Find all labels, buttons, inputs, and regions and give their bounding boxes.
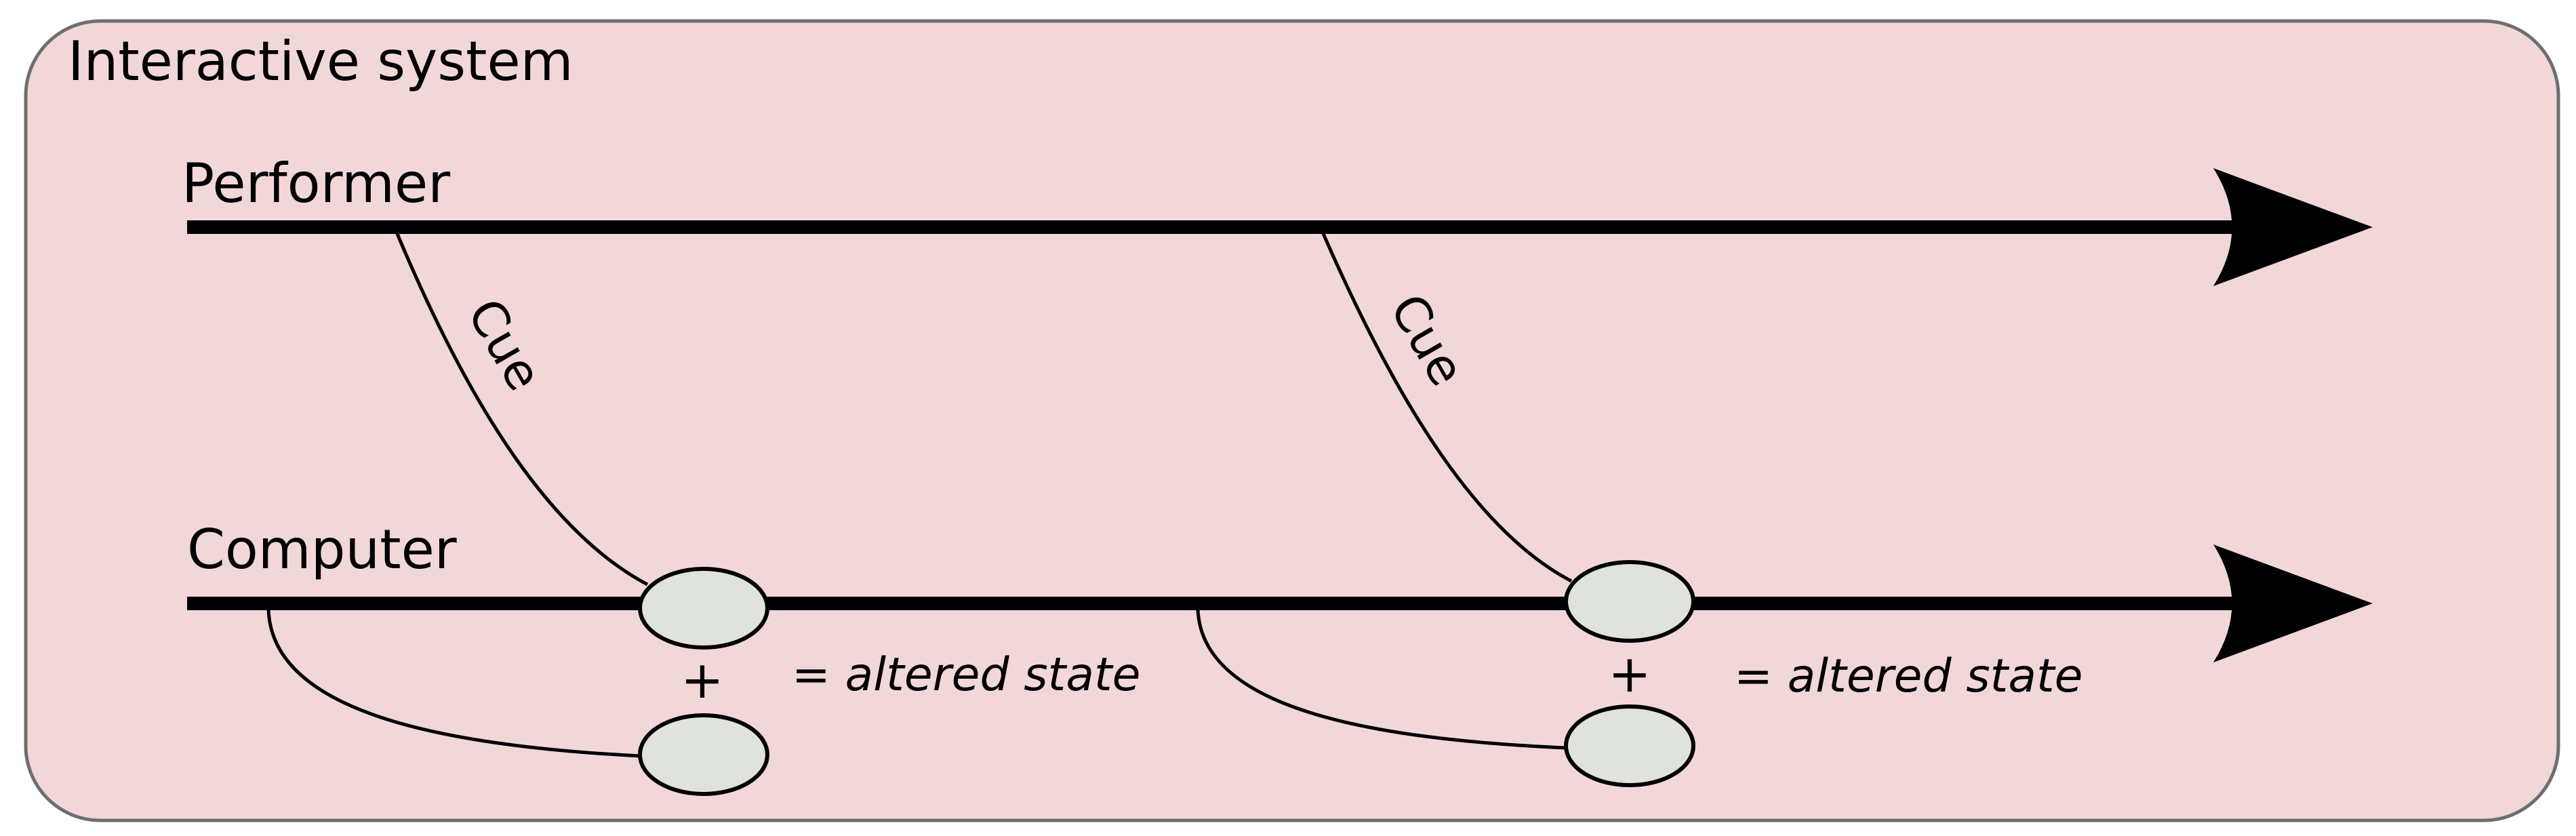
cue-connector-1 bbox=[394, 230, 649, 586]
state-branch-1 bbox=[266, 608, 641, 758]
computer-lane-label: Computer bbox=[187, 518, 457, 581]
plus-symbol-2: + bbox=[1608, 643, 1651, 704]
state-branch-2 bbox=[1196, 608, 1567, 750]
plus-symbol-1: + bbox=[681, 650, 724, 710]
state-node-1-top bbox=[638, 567, 769, 650]
altered-state-label-1: = altered state bbox=[792, 648, 1140, 702]
cue-connector-2 bbox=[1320, 230, 1573, 583]
performer-timeline-arrowhead bbox=[2213, 168, 2373, 286]
state-node-1-bottom bbox=[638, 713, 769, 796]
altered-state-label-2: = altered state bbox=[1734, 650, 2082, 703]
interactive-system-panel bbox=[24, 19, 2560, 822]
computer-timeline-arrowhead bbox=[2213, 544, 2373, 662]
state-node-2-bottom bbox=[1564, 704, 1695, 787]
state-node-2-top bbox=[1564, 560, 1695, 643]
panel-title: Interactive system bbox=[68, 30, 573, 93]
performer-lane-label: Performer bbox=[182, 152, 450, 215]
